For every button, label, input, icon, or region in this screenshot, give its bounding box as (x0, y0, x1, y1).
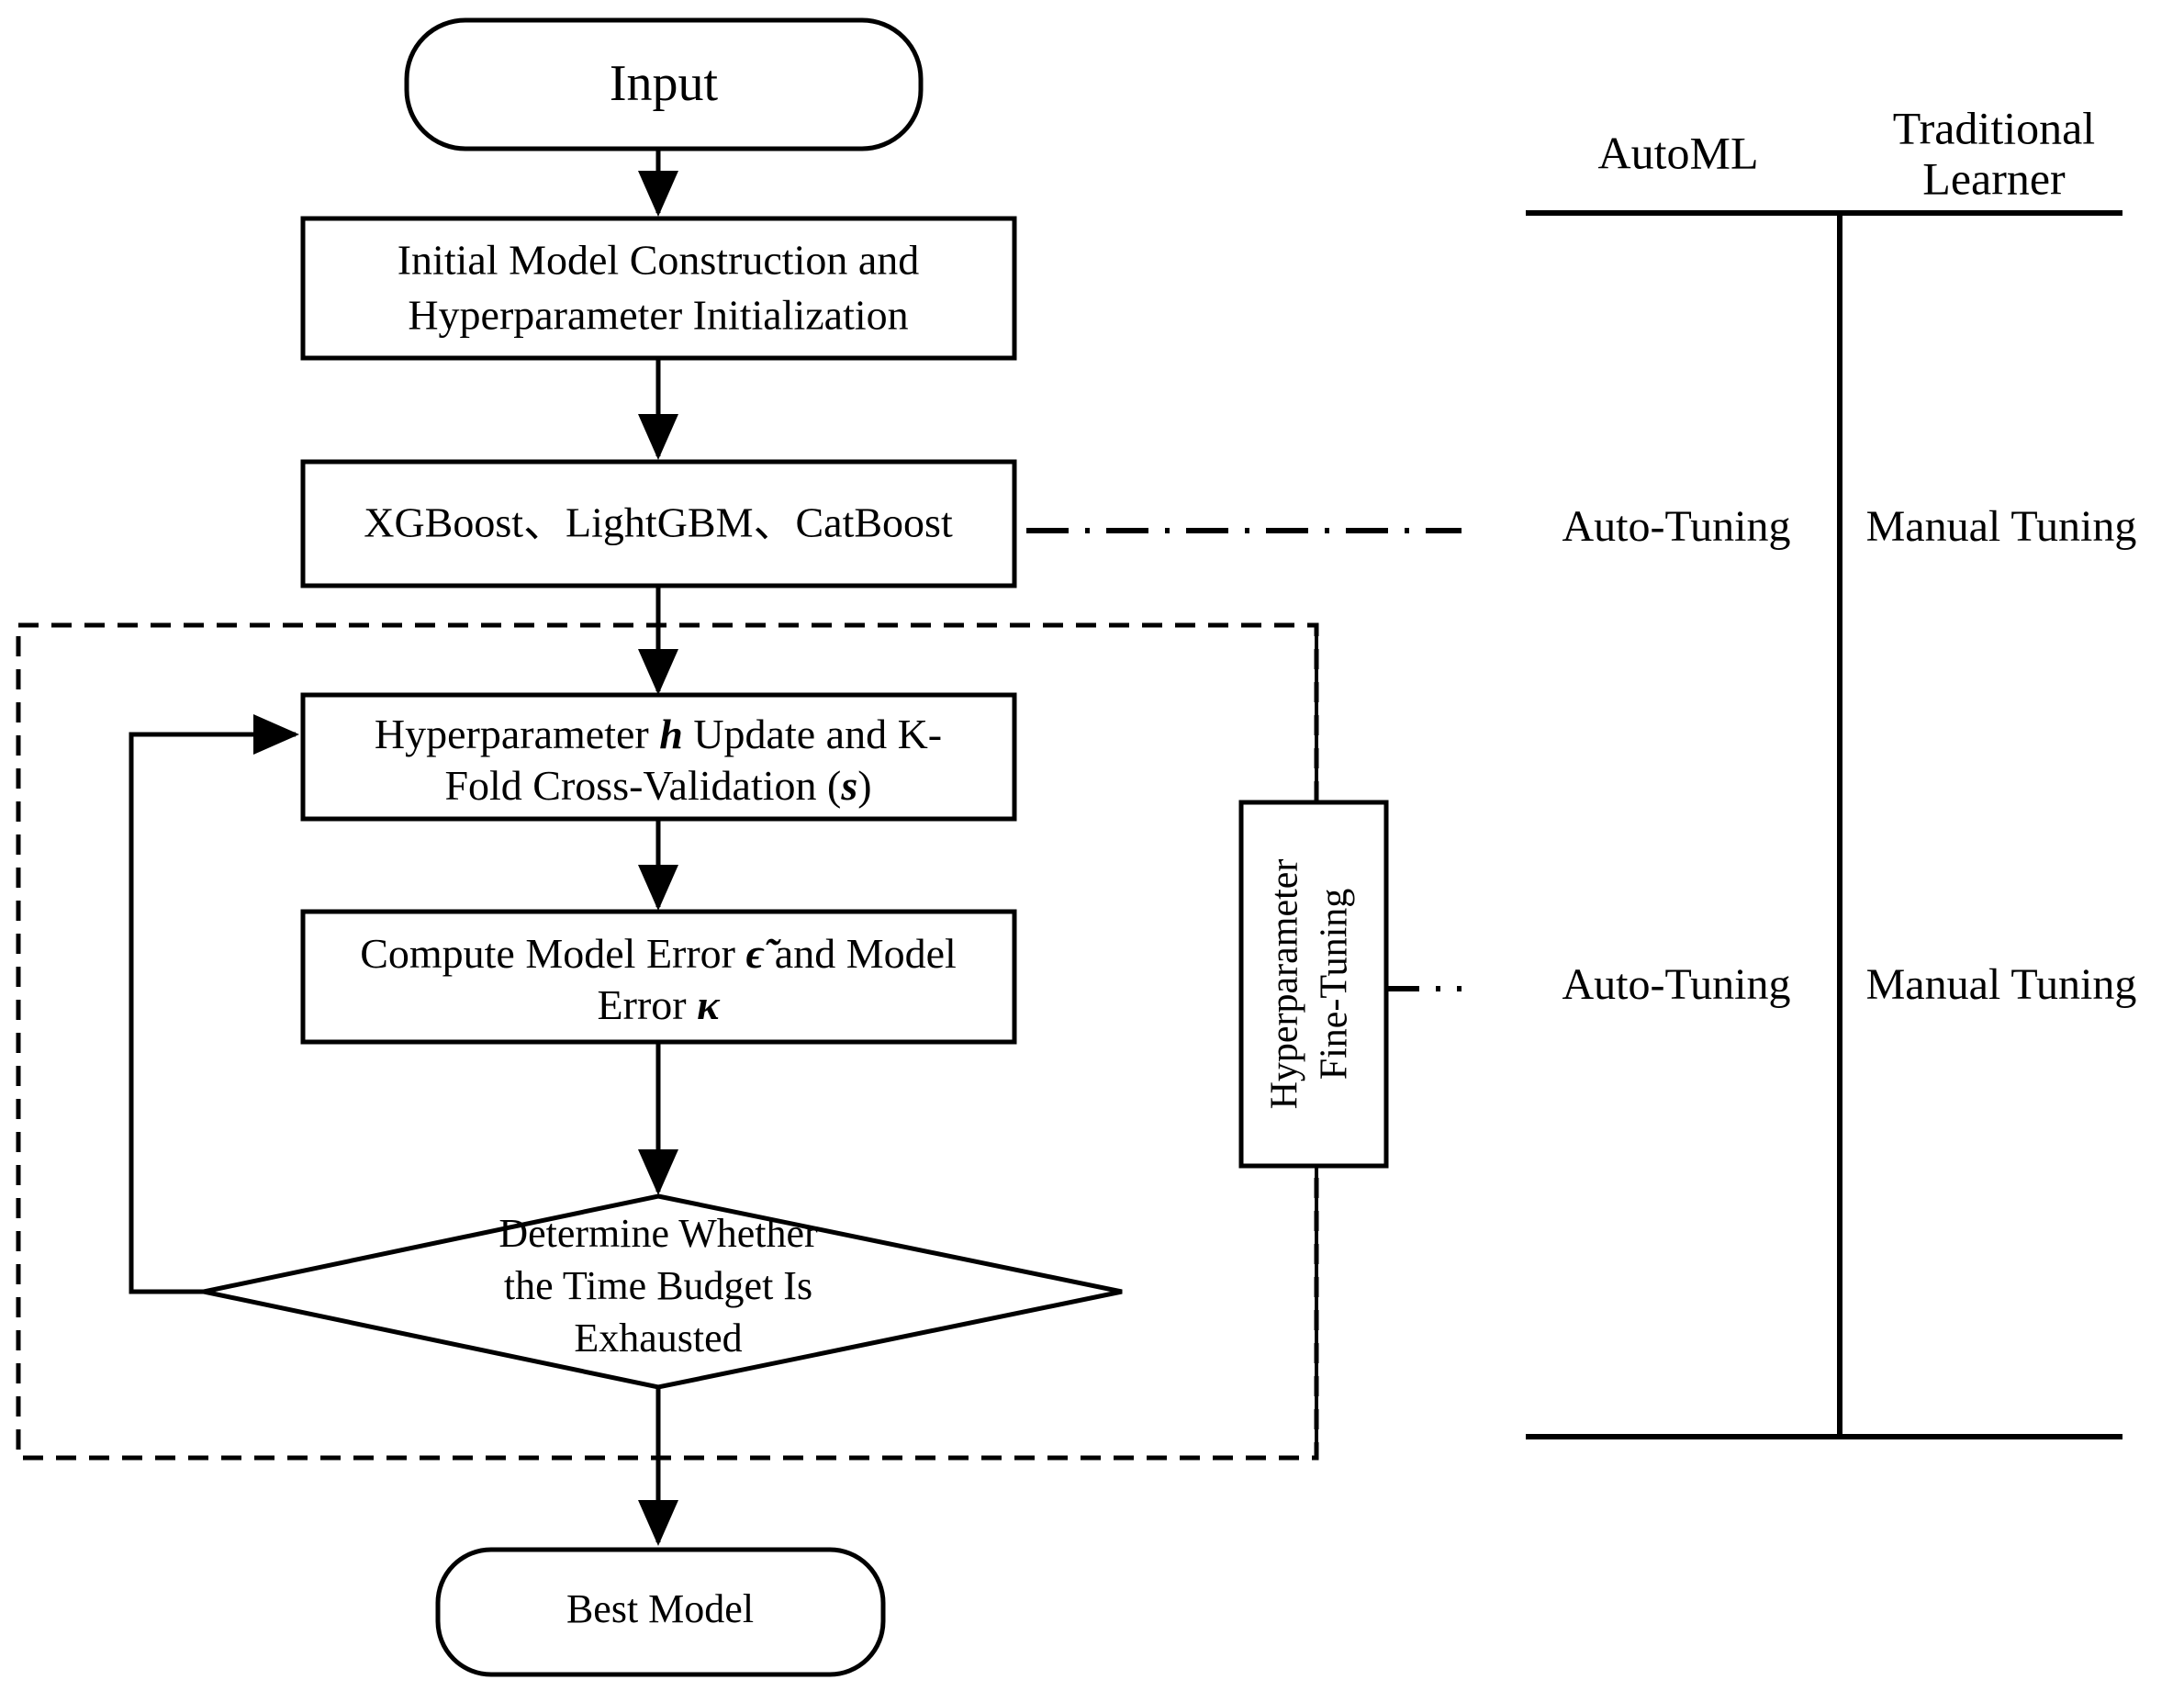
legend-header-automl: AutoML (1598, 127, 1759, 178)
node-compute-model-error-label-line1: Compute Model Error ϵ̃ and Model (360, 930, 957, 977)
node-compute-model-error[interactable] (300, 909, 1017, 1045)
node-hyperparameter-update[interactable] (300, 692, 1017, 822)
legend-row1-traditional: Manual Tuning (1866, 502, 2137, 551)
node-fine-tuning-label-group: Hyperparameter Fine-Tuning (1264, 859, 1356, 1110)
connector-loop-back (129, 714, 300, 1294)
update-line1-text-b: Update and K- (683, 711, 942, 757)
legend-row2-traditional: Manual Tuning (1866, 960, 2137, 1009)
update-symbol-h: h (659, 711, 683, 757)
legend-row1-automl: Auto-Tuning (1562, 502, 1791, 551)
node-hyperparameter-fine-tuning[interactable] (1238, 800, 1389, 1169)
node-initial-model-construction-label-line2: Hyperparameter Initialization (408, 292, 908, 339)
node-input-label: Input (610, 55, 719, 112)
node-best-model[interactable] (435, 1547, 886, 1677)
node-best-model-label: Best Model (566, 1586, 754, 1631)
node-fine-tuning-label-line1: Hyperparameter (1264, 859, 1306, 1110)
node-learners[interactable] (300, 459, 1017, 588)
node-fine-tuning-label-line2: Fine-Tuning (1314, 889, 1356, 1081)
error-line1-text-a: Compute Model Error (360, 930, 745, 977)
node-hyperparameter-update-label-line2: Fold Cross-Validation (s) (444, 762, 871, 809)
legend-header-traditional-line1: Traditional (1893, 102, 2095, 153)
node-decision-label-line2: the Time Budget Is (504, 1263, 812, 1308)
node-decision-label-line3: Exhausted (574, 1316, 742, 1361)
node-input[interactable] (404, 17, 924, 151)
update-line2-text-a: Fold Cross-Validation ( (444, 762, 841, 809)
update-line2-text-b: ) (857, 762, 871, 809)
error-symbol-kappa: κ (697, 981, 721, 1028)
node-decision-label-line1: Determine Whether (498, 1211, 818, 1256)
node-learners-label: XGBoost、LightGBM、CatBoost (364, 499, 953, 546)
update-line1-text-a: Hyperparameter (375, 711, 659, 757)
update-symbol-s: s (840, 762, 857, 809)
node-compute-model-error-label-line2: Error κ (598, 981, 722, 1028)
legend-header-traditional-line2: Learner (1922, 152, 2066, 204)
legend-row2-automl: Auto-Tuning (1562, 960, 1791, 1009)
error-line2-text-a: Error (598, 981, 698, 1028)
node-initial-model-construction-label-line1: Initial Model Construction and (398, 237, 920, 284)
node-hyperparameter-update-label-line1: Hyperparameter h Update and K- (375, 711, 942, 757)
node-decision-time-budget[interactable] (203, 1193, 1123, 1390)
dashed-loop-region (16, 622, 1319, 1461)
error-line1-text-b: and Model (764, 930, 957, 977)
node-initial-model-construction[interactable] (300, 216, 1017, 361)
